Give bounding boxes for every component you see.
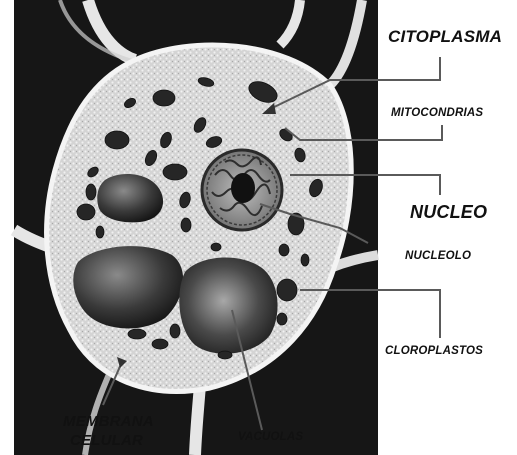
label-nucleolo: NUCLEOLO	[405, 250, 471, 262]
label-membrana-line2: CELULAR	[70, 432, 143, 449]
nucleolus	[231, 173, 255, 203]
label-citoplasma: CITOPLASMA	[388, 27, 502, 47]
label-nucleo: NUCLEO	[410, 202, 487, 223]
label-mitocondrias: MITOCONDRIAS	[391, 107, 483, 119]
label-vacuolas: VACUOLAS	[238, 431, 303, 443]
label-cloroplastos: CLOROPLASTOS	[385, 345, 483, 357]
label-membrana-line1: MEMBRANA	[63, 413, 154, 430]
nucleus	[202, 150, 282, 230]
